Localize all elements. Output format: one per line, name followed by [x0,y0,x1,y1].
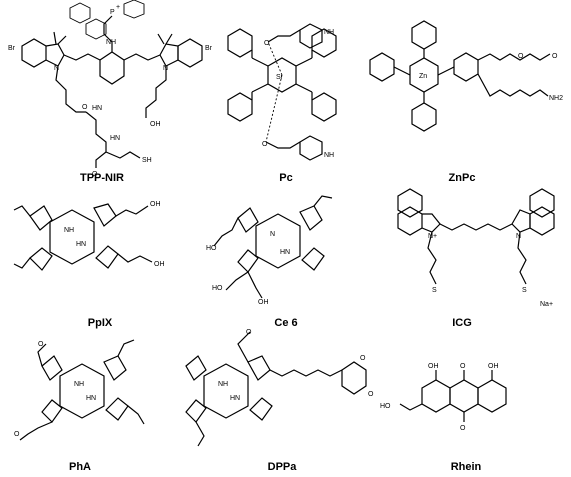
oh-label: OH [150,121,161,128]
oh-label: OH [154,261,165,268]
nh-label: HN [110,135,120,142]
o-label: O [82,104,88,111]
hn-label: HN [76,241,86,248]
nh-label: HN [92,105,102,112]
structure-pha: O NH HN O PhA [14,339,145,473]
structure-ppix: NH HN OH OH PpIX [13,201,165,329]
ho-label: HO [380,403,391,410]
si-label: Si [276,74,283,81]
plus-label: + [116,4,120,11]
ho-label: HO [212,285,223,292]
caption-icg: ICG [452,317,472,329]
nh-label: NH [106,39,116,46]
structure-dppa: O NH HN O O DPPa [185,329,374,473]
o-label: O [460,363,466,370]
caption-ce6: Ce 6 [274,317,297,329]
o-label: O [368,391,374,398]
oh-label: OH [488,363,499,370]
o-label: O [262,141,268,148]
sh-label: SH [142,157,152,164]
o-label: O [246,329,252,336]
oh-label: OH [258,299,269,306]
structure-znpc: Zn O O NH2 ZnPc [369,20,563,184]
s-label: S [432,287,437,294]
o-label: O [552,53,558,60]
o-label: O [360,355,366,362]
o-label: O [518,53,524,60]
structure-rhein: O O OH OH HO Rhein [380,363,507,473]
o-label: O [460,425,466,432]
n-label: N [163,65,168,72]
structure-pc: O O Si NH NH Pc [227,23,337,184]
caption-ppix: PpIX [88,317,113,329]
nh-label: NH [218,381,228,388]
n-label: N [54,65,59,72]
oh-label: OH [428,363,439,370]
caption-znpc: ZnPc [449,172,476,184]
structure-icg: N+ N S S Na+ ICG [397,188,555,329]
o-label: O [264,40,270,47]
n-label: N [516,233,521,240]
p-label: P [110,9,115,16]
nh-label: NH [74,381,84,388]
caption-pc: Pc [279,172,292,184]
nh2-label: NH2 [549,95,563,102]
nh-label: NH [64,227,74,234]
br-label: Br [205,45,213,52]
ho-label: HO [206,245,217,252]
hn-label: HN [280,249,290,256]
oh-label: OH [150,201,161,208]
s-label: S [522,287,527,294]
o-label: O [38,341,44,348]
zn-label: Zn [419,73,427,80]
hn-label: HN [230,395,240,402]
caption-rhein: Rhein [451,461,482,473]
n-label: N [270,231,275,238]
o-label: O [14,431,20,438]
structure-ce6: N HN HO HO OH Ce 6 [206,195,333,329]
caption-tpp-nir: TPP-NIR [80,172,124,184]
o-label: O [92,171,98,178]
caption-dppa: DPPa [268,461,298,473]
br-label: Br [8,45,16,52]
caption-pha: PhA [69,461,91,473]
hn-label: HN [86,395,96,402]
na-label: Na+ [540,301,553,308]
nh-label: NH [324,152,334,159]
n-plus-label: N+ [428,233,437,240]
structure-tpp-nir: Br Br P + NH N N O HN HN O SH OH TPP-NIR [8,0,213,184]
nh-label: NH [324,29,334,36]
